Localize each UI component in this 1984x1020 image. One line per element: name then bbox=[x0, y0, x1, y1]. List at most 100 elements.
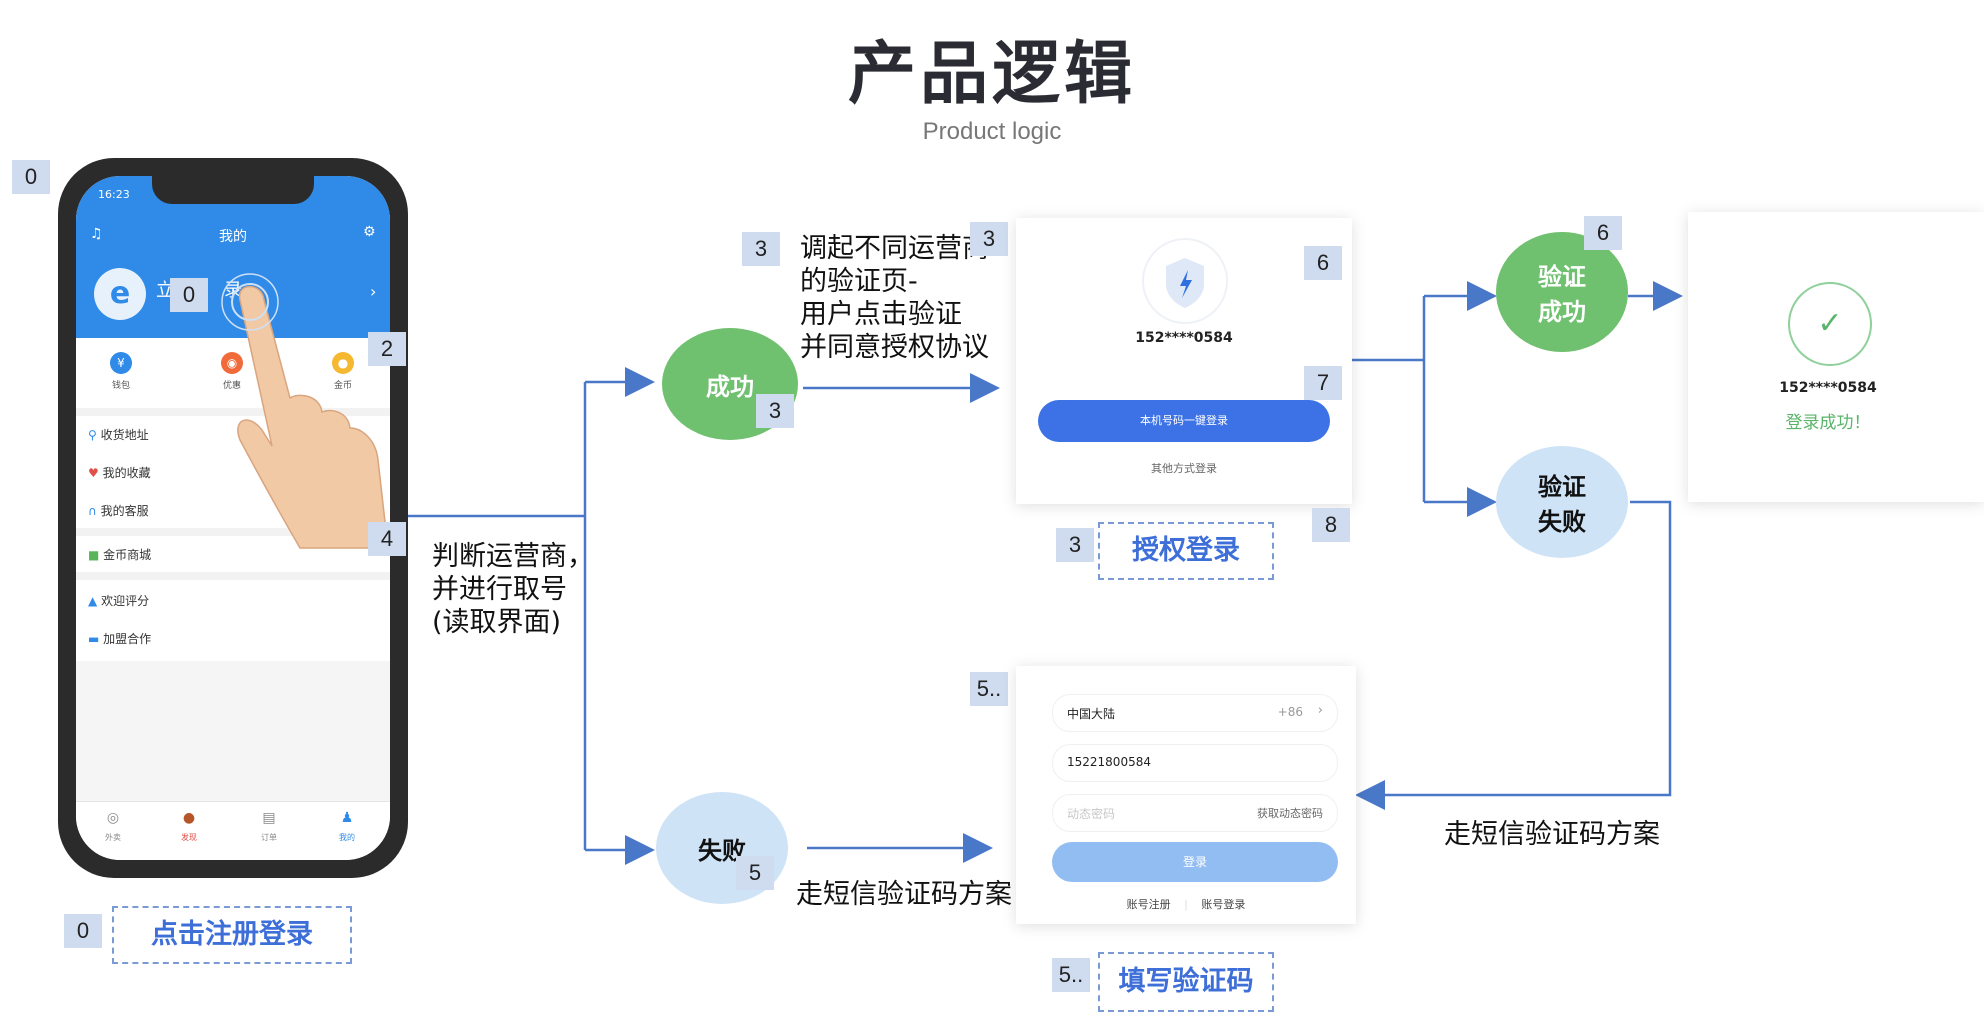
node-verify-success: 验证 成功 bbox=[1496, 232, 1628, 352]
node-label: 成功 bbox=[1538, 298, 1586, 326]
country-code: +86 bbox=[1277, 705, 1303, 719]
tab-mine[interactable]: 我的 bbox=[339, 833, 355, 842]
quick-item-label: 金币 bbox=[333, 381, 352, 391]
region-select[interactable]: 中国大陆 +86 › bbox=[1052, 694, 1338, 732]
step-badge: 5.. bbox=[1052, 958, 1090, 992]
page-subtitle: Product logic bbox=[922, 118, 1062, 145]
page-title: 产品逻辑 bbox=[847, 35, 1136, 114]
tab-orders[interactable]: 订单 bbox=[261, 833, 277, 842]
invoke-verify-text: 调起不同运营商 的验证页- 用户点击验证 并同意授权协议 bbox=[800, 232, 989, 364]
judge-operator-text: 判断运营商， 并进行取号 (读取界面) bbox=[432, 540, 594, 639]
nav-title: 我的 bbox=[219, 229, 247, 245]
discover-icon[interactable]: ● bbox=[182, 810, 196, 826]
quick-item-label: 优惠 bbox=[222, 381, 241, 391]
heart-icon: ♥ bbox=[88, 466, 99, 480]
thumb-icon: ▲ bbox=[88, 594, 98, 608]
coupon-icon[interactable]: ◉ bbox=[221, 352, 243, 374]
status-time: 16:23 bbox=[98, 188, 130, 201]
menu-item-label: 我的收藏 bbox=[102, 466, 151, 480]
menu-item-label: 金币商城 bbox=[103, 548, 152, 562]
login-text[interactable]: 立 bbox=[156, 280, 174, 301]
text-line: 调起不同运营商 bbox=[800, 233, 989, 264]
step-badge: 5 bbox=[736, 856, 774, 890]
sms-login-card: 中国大陆 +86 › 15221800584 动态密码 获取动态密码 登录 账号… bbox=[1016, 666, 1356, 924]
text-line: 并进行取号 bbox=[432, 574, 567, 605]
sms-plan-text: 走短信验证码方案 bbox=[796, 879, 1012, 910]
profile-icon[interactable]: ♟ bbox=[340, 810, 354, 826]
quick-items: ¥ 钱包 ◉ 优惠 ● 金币 bbox=[76, 348, 390, 408]
menu-item-coin-mall[interactable]: ■ 金币商城 bbox=[88, 546, 151, 563]
node-label: 验证 bbox=[1538, 263, 1586, 291]
coin-icon[interactable]: ● bbox=[332, 352, 354, 374]
text-line: 并同意授权协议 bbox=[800, 332, 989, 363]
chevron-right-icon: › bbox=[370, 282, 377, 301]
step-badge: 0 bbox=[64, 914, 102, 948]
step-badge: 7 bbox=[1304, 366, 1342, 400]
label-auth-login: 授权登录 bbox=[1098, 522, 1274, 580]
text-line: 用户点击验证 bbox=[800, 299, 962, 330]
bell-icon[interactable]: ♫ bbox=[90, 226, 103, 242]
check-icon: ✓ bbox=[1788, 282, 1872, 366]
settings-icon[interactable]: ⚙ bbox=[363, 224, 376, 240]
text-line: 判断运营商， bbox=[432, 541, 594, 572]
menu-item-label: 收货地址 bbox=[100, 428, 149, 442]
menu-item-favorites[interactable]: ♥ 我的收藏 bbox=[88, 464, 151, 481]
orders-icon[interactable]: ▤ bbox=[262, 810, 276, 826]
step-badge: 6 bbox=[1584, 216, 1622, 250]
step-badge: 0 bbox=[12, 160, 50, 194]
divider: | bbox=[1184, 898, 1188, 911]
result-card: ✓ 152****0584 登录成功！ bbox=[1688, 212, 1984, 502]
step-badge: 3 bbox=[756, 394, 794, 428]
step-badge: 3 bbox=[1056, 528, 1094, 562]
login-text-2[interactable]: 录 bbox=[224, 280, 242, 301]
step-badge: 0 bbox=[170, 278, 208, 312]
step-badge: 2 bbox=[368, 332, 406, 366]
phone-value: 15221800584 bbox=[1067, 755, 1151, 769]
text-line: 的验证页- bbox=[800, 266, 918, 297]
login-success-text: 登录成功！ bbox=[1785, 413, 1871, 433]
get-code-button[interactable]: 获取动态密码 bbox=[1257, 807, 1323, 820]
menu-item-label: 我的客服 bbox=[100, 504, 149, 518]
menu-item-join[interactable]: ▬ 加盟合作 bbox=[88, 630, 151, 647]
register-link[interactable]: 账号注册 bbox=[1126, 898, 1171, 911]
text-line: (读取界面) bbox=[432, 607, 562, 638]
account-login-link[interactable]: 账号登录 bbox=[1201, 898, 1246, 911]
location-icon: ⚲ bbox=[88, 428, 97, 442]
step-badge: 3 bbox=[970, 222, 1008, 256]
menu-item-label: 加盟合作 bbox=[103, 632, 152, 646]
one-click-login-button[interactable]: 本机号码一键登录 bbox=[1038, 400, 1330, 442]
store-icon: ▬ bbox=[88, 632, 100, 646]
account-links: 账号注册 | 账号登录 bbox=[1016, 896, 1356, 912]
sms-plan-text: 走短信验证码方案 bbox=[1444, 819, 1660, 850]
menu-item-support[interactable]: ∩ 我的客服 bbox=[88, 502, 149, 519]
auth-login-card: 152****0584 本机号码一键登录 其他方式登录 bbox=[1016, 218, 1352, 504]
code-input[interactable]: 动态密码 获取动态密码 bbox=[1052, 794, 1338, 832]
phone-input[interactable]: 15221800584 bbox=[1052, 744, 1338, 782]
label-fill-code: 填写验证码 bbox=[1098, 952, 1274, 1012]
phone-notch bbox=[152, 176, 314, 204]
menu-item-rating[interactable]: ▲ 欢迎评分 bbox=[88, 592, 149, 609]
takeout-icon[interactable]: ◎ bbox=[106, 810, 120, 826]
node-verify-fail: 验证 失败 bbox=[1496, 446, 1628, 558]
phone-screen: 16:23 ♫ 我的 ⚙ e 立 录 › ¥ 钱包 ◉ 优惠 ● 金币 ⚲ 收货… bbox=[76, 176, 390, 860]
label-click-register: 点击注册登录 bbox=[112, 906, 352, 964]
tab-takeout[interactable]: 外卖 bbox=[105, 833, 121, 842]
tab-bar: ◎ 外卖 ● 发现 ▤ 订单 ♟ 我的 bbox=[76, 801, 390, 860]
menu-item-address[interactable]: ⚲ 收货地址 bbox=[88, 426, 149, 443]
headset-icon: ∩ bbox=[88, 504, 97, 518]
tab-discover[interactable]: 发现 bbox=[181, 833, 197, 842]
result-phone-number: 152****0584 bbox=[1779, 380, 1877, 396]
quick-item-label: 钱包 bbox=[111, 381, 130, 391]
auth-phone-number: 152****0584 bbox=[1135, 330, 1233, 346]
other-login-link[interactable]: 其他方式登录 bbox=[1151, 462, 1217, 475]
avatar[interactable]: e bbox=[94, 268, 146, 320]
chevron-right-icon: › bbox=[1317, 703, 1323, 718]
wallet-icon[interactable]: ¥ bbox=[110, 352, 132, 374]
step-badge: 5.. bbox=[970, 672, 1008, 706]
step-badge: 8 bbox=[1312, 508, 1350, 542]
connector-verify-fail-sms bbox=[1355, 500, 1672, 810]
sms-login-button[interactable]: 登录 bbox=[1052, 842, 1338, 882]
node-label: 失败 bbox=[1538, 508, 1586, 536]
